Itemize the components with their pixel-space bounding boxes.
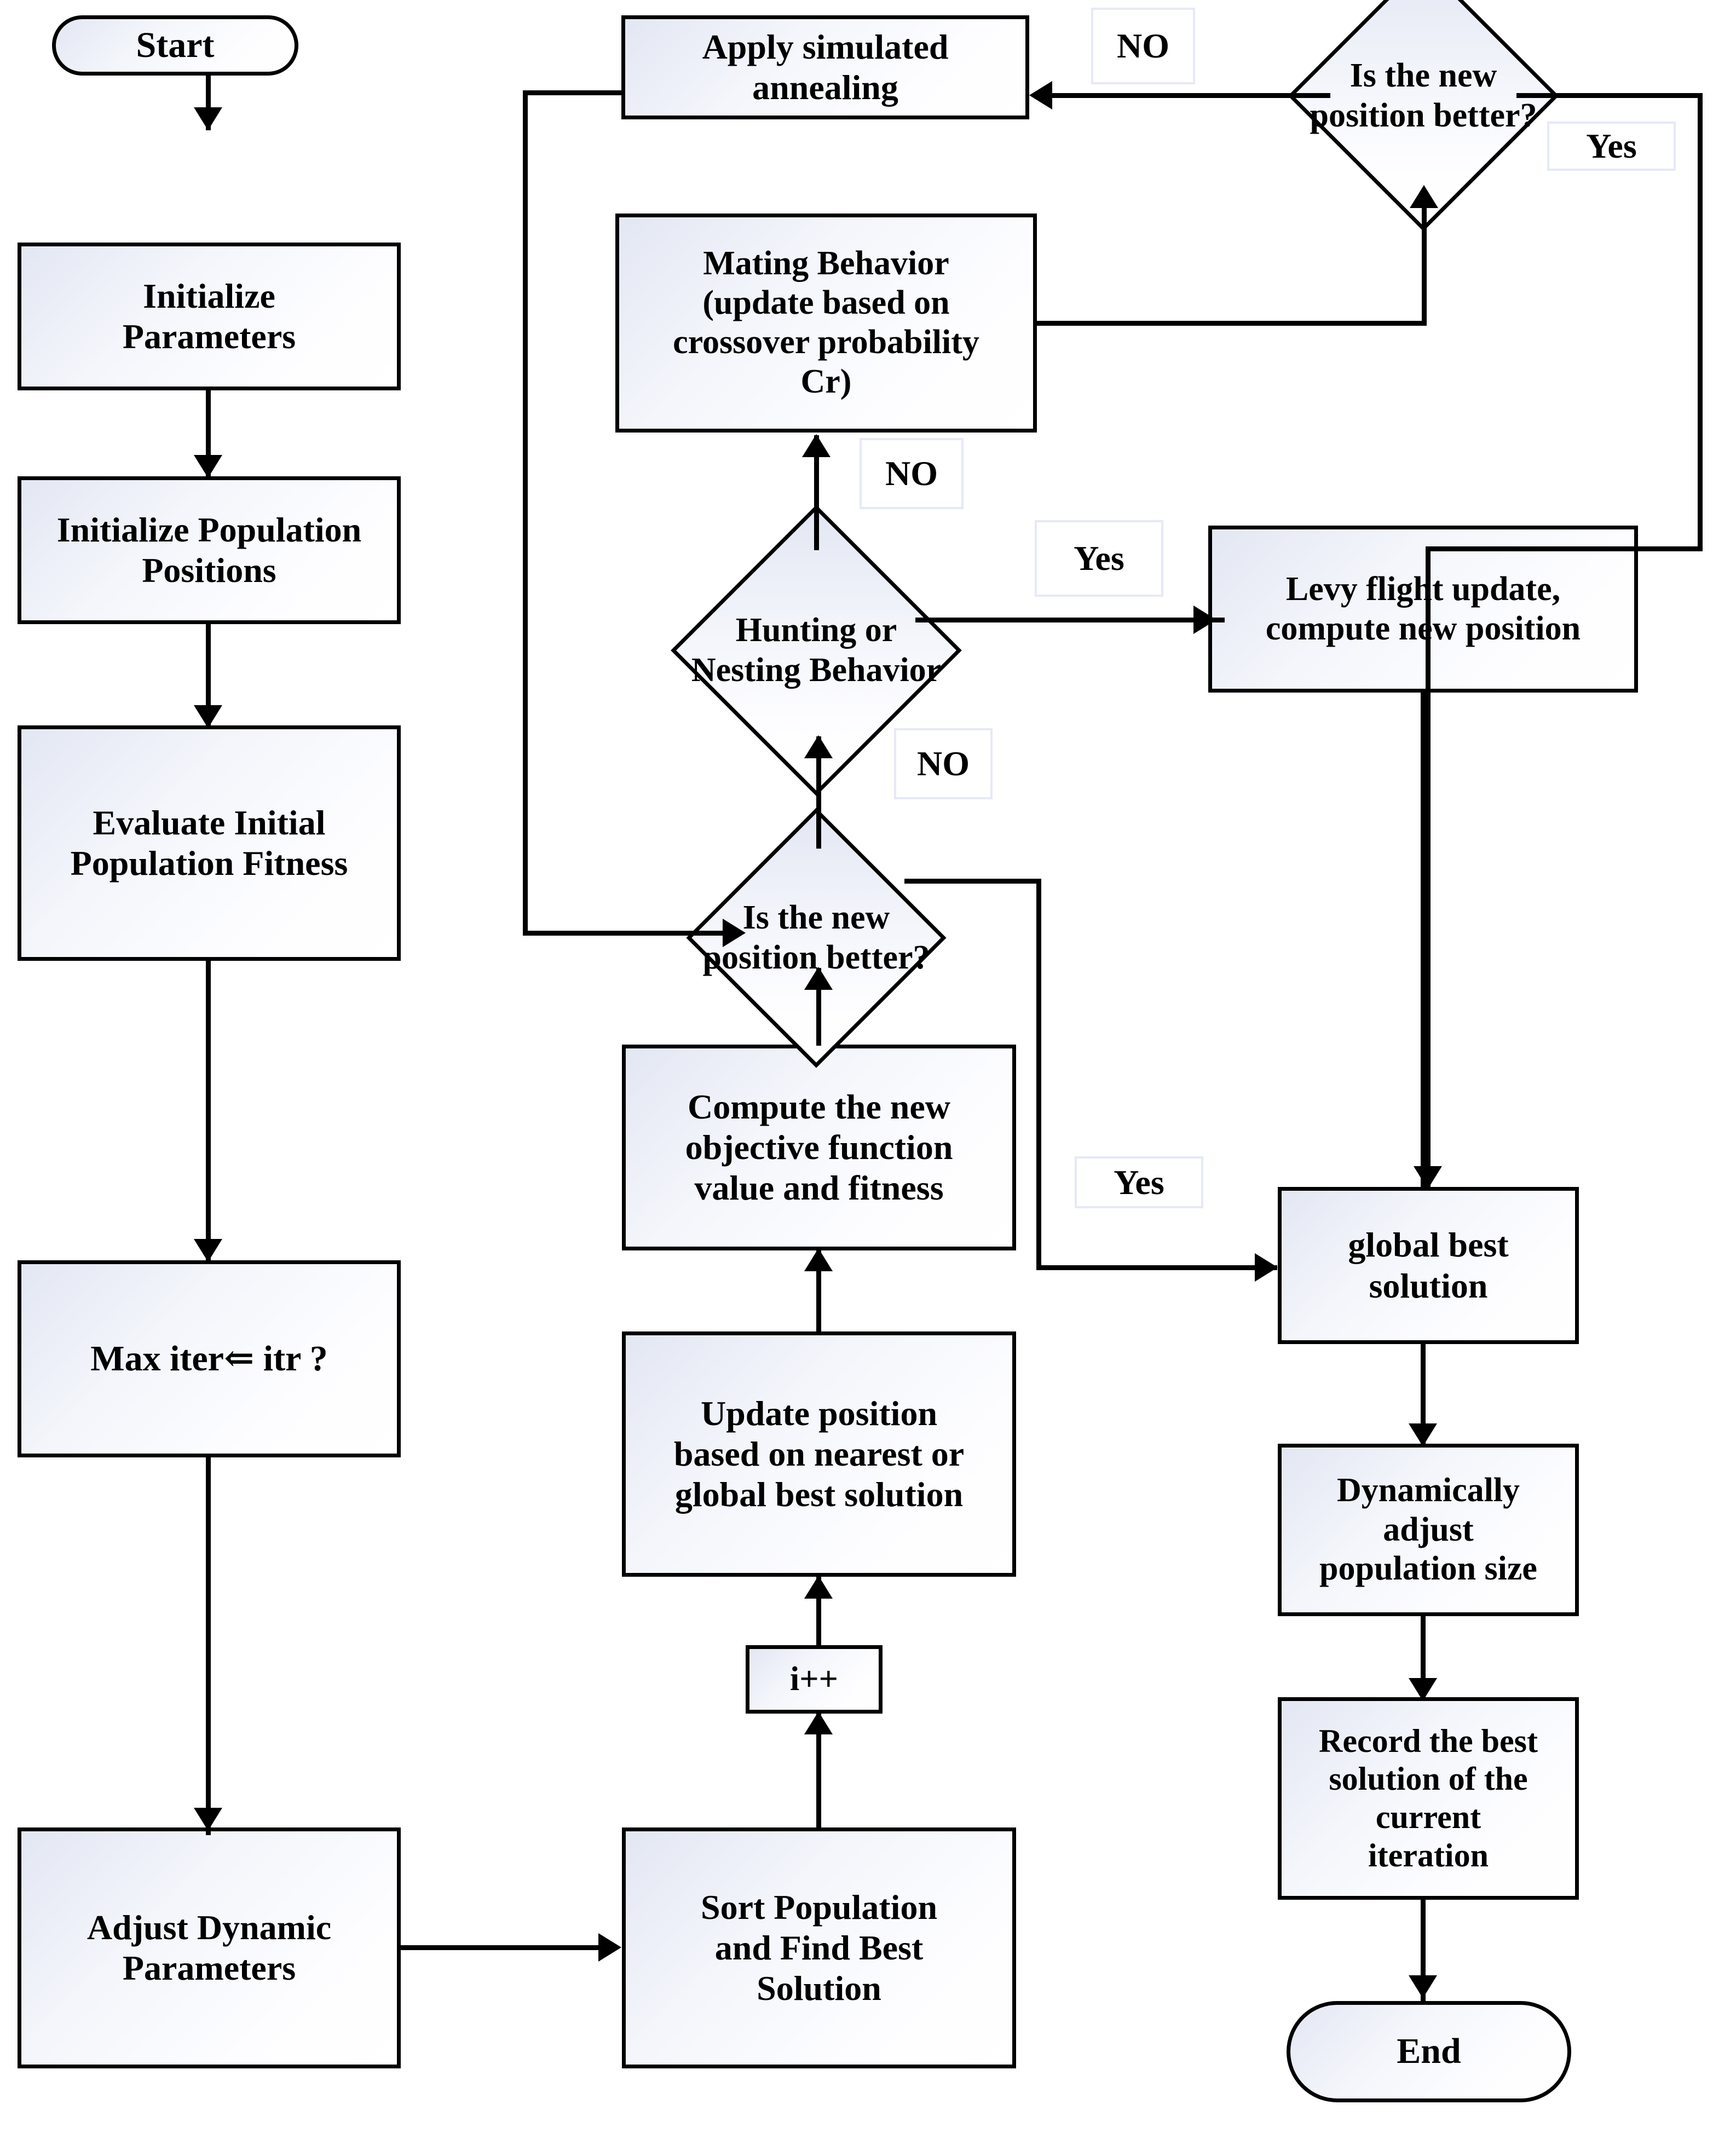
edge-label-no-mating: NO <box>860 438 964 509</box>
arrowhead-decision-lower-no-to-hunting <box>804 735 833 758</box>
edge-hunting-yes-to-levy <box>915 618 1225 622</box>
edge-mating-to-upper-decision-h <box>1037 321 1427 326</box>
node-hunting-or-nesting[interactable]: Hunting or Nesting Behavior <box>671 505 962 796</box>
node-update-position-label: Update position based on nearest or glob… <box>673 1393 965 1514</box>
edge-label-yes-levy: Yes <box>1035 520 1163 597</box>
edge-upper-decision-yes-v2 <box>1426 546 1431 1190</box>
edge-label-yes-global-best-text: Yes <box>1114 1162 1164 1202</box>
arrowhead-start-to-init-params <box>194 107 222 130</box>
edge-global-best-to-dynamically-adjust <box>1421 1344 1426 1445</box>
edge-record-best-to-end <box>1421 1900 1426 2004</box>
node-adjust-dynamic[interactable]: Adjust Dynamic Parameters <box>18 1827 401 2068</box>
arrowhead-global-best-to-dynamically-adjust <box>1409 1423 1437 1446</box>
edge-hunting-no-to-mating <box>814 435 819 550</box>
edge-upper-decision-no-to-annealing <box>1040 93 1330 98</box>
node-increment-label: i++ <box>790 1660 838 1698</box>
edge-label-no-hunting-text: NO <box>917 744 970 783</box>
node-adjust-dynamic-label: Adjust Dynamic Parameters <box>86 1907 332 1987</box>
edge-sort-to-increment <box>816 1713 821 1829</box>
node-levy-flight-label: Levy flight update, compute new position <box>1265 570 1581 647</box>
node-compute-objective[interactable]: Compute the new objective function value… <box>622 1045 1016 1250</box>
edge-dynamically-adjust-to-record-best <box>1421 1616 1426 1701</box>
edge-upper-decision-yes-h <box>1516 93 1703 98</box>
arrowhead-sort-to-increment <box>804 1711 833 1734</box>
edge-upper-decision-yes-v <box>1698 93 1703 551</box>
edge-lower-decision-yes-h1 <box>904 879 1041 884</box>
arrowhead-update-position-to-compute <box>804 1248 833 1271</box>
node-sort-population[interactable]: Sort Population and Find Best Solution <box>622 1827 1016 2068</box>
arrowhead-init-params-to-init-population <box>194 455 222 478</box>
arrowhead-max-iter-to-adjust-dynamic <box>194 1808 222 1831</box>
arrowhead-dynamically-adjust-to-record-best <box>1409 1678 1437 1701</box>
arrowhead-init-population-to-evaluate <box>194 705 222 728</box>
arrowhead-annealing-loop-to-lower-decision <box>723 919 746 947</box>
node-init-params[interactable]: Initialize Parameters <box>18 243 401 390</box>
edge-lower-decision-yes-v <box>1036 879 1041 1270</box>
edge-label-no-upper-right-text: NO <box>1117 26 1169 65</box>
arrowhead-evaluate-to-max-iter <box>194 1239 222 1262</box>
node-dynamically-adjust-label: Dynamically adjust population size <box>1319 1471 1537 1588</box>
node-apply-simulated-annealing[interactable]: Apply simulated annealing <box>621 15 1029 119</box>
edge-mating-to-upper-decision-v <box>1422 205 1427 323</box>
node-update-position[interactable]: Update position based on nearest or glob… <box>622 1331 1016 1577</box>
node-start-label: Start <box>136 25 215 65</box>
edge-decision-lower-no-to-hunting <box>816 736 821 849</box>
node-max-iter-label: Max iter⇐ itr ? <box>90 1338 328 1379</box>
edge-max-iter-to-adjust-dynamic <box>206 1457 211 1835</box>
arrowhead-increment-to-update-position <box>804 1576 833 1599</box>
edge-label-yes-upper-right: Yes <box>1547 122 1676 171</box>
node-global-best[interactable]: global best solution <box>1278 1187 1579 1344</box>
node-apply-simulated-annealing-label: Apply simulated annealing <box>702 27 949 107</box>
edge-label-no-hunting: NO <box>894 728 993 799</box>
node-global-best-label: global best solution <box>1348 1225 1509 1305</box>
edge-label-no-upper-right: NO <box>1091 8 1195 84</box>
arrowhead-record-best-to-end <box>1409 1975 1437 1998</box>
node-end[interactable]: End <box>1287 2001 1571 2102</box>
edge-label-yes-levy-text: Yes <box>1074 539 1124 578</box>
node-max-iter[interactable]: Max iter⇐ itr ? <box>18 1260 401 1457</box>
arrowhead-compute-to-decision-lower <box>804 967 833 990</box>
node-record-best-label: Record the best solution of the current … <box>1319 1722 1538 1873</box>
node-init-population[interactable]: Initialize Population Positions <box>18 476 401 624</box>
edge-init-params-to-init-population <box>206 390 211 478</box>
node-init-params-label: Initialize Parameters <box>122 276 296 356</box>
edge-upper-decision-yes-h2 <box>1426 546 1703 551</box>
node-sort-population-label: Sort Population and Find Best Solution <box>700 1887 938 2008</box>
arrowhead-lower-decision-yes-to-global-best <box>1255 1253 1278 1282</box>
edge-levy-to-global-best <box>1421 693 1426 1188</box>
edge-evaluate-to-max-iter <box>206 961 211 1262</box>
edge-annealing-loop-h-bottom <box>523 931 736 936</box>
edge-annealing-loop-h-top <box>523 90 622 95</box>
node-compute-objective-label: Compute the new objective function value… <box>685 1087 953 1208</box>
arrowhead-mating-to-upper-decision <box>1410 185 1438 208</box>
node-levy-flight[interactable]: Levy flight update, compute new position <box>1208 526 1638 693</box>
arrowhead-hunting-no-to-mating <box>802 434 830 457</box>
edge-lower-decision-yes-h2 <box>1036 1265 1277 1270</box>
edge-adjust-dynamic-to-sort <box>401 1945 609 1950</box>
node-mating-behavior-label: Mating Behavior (update based on crossov… <box>673 245 979 400</box>
arrowhead-upper-decision-no-to-annealing <box>1029 81 1052 109</box>
node-mating-behavior[interactable]: Mating Behavior (update based on crossov… <box>615 214 1037 433</box>
edge-label-yes-upper-right-text: Yes <box>1586 126 1637 165</box>
edge-compute-to-decision-lower <box>816 968 821 1046</box>
node-end-label: End <box>1397 2031 1461 2072</box>
node-init-population-label: Initialize Population Positions <box>56 510 362 590</box>
node-is-new-position-better-upper[interactable]: Is the new position better? <box>1288 0 1559 232</box>
edge-label-no-mating-text: NO <box>885 454 938 493</box>
node-evaluate-initial-label: Evaluate Initial Population Fitness <box>70 803 348 883</box>
edge-start-to-init-params <box>206 76 211 130</box>
arrowhead-adjust-dynamic-to-sort <box>598 1933 621 1962</box>
edge-annealing-loop-v <box>523 90 528 935</box>
node-record-best[interactable]: Record the best solution of the current … <box>1278 1697 1579 1900</box>
node-dynamically-adjust[interactable]: Dynamically adjust population size <box>1278 1444 1579 1616</box>
edge-increment-to-update-position <box>816 1577 821 1647</box>
node-start[interactable]: Start <box>52 15 298 76</box>
edge-init-population-to-evaluate <box>206 624 211 728</box>
arrowhead-hunting-yes-to-levy <box>1193 606 1216 634</box>
node-evaluate-initial[interactable]: Evaluate Initial Population Fitness <box>18 725 401 961</box>
edge-label-yes-global-best: Yes <box>1075 1156 1203 1208</box>
edge-update-position-to-compute <box>816 1249 821 1333</box>
arrowhead-upper-decision-yes-to-global-best <box>1414 1166 1442 1189</box>
node-increment[interactable]: i++ <box>746 1645 883 1714</box>
